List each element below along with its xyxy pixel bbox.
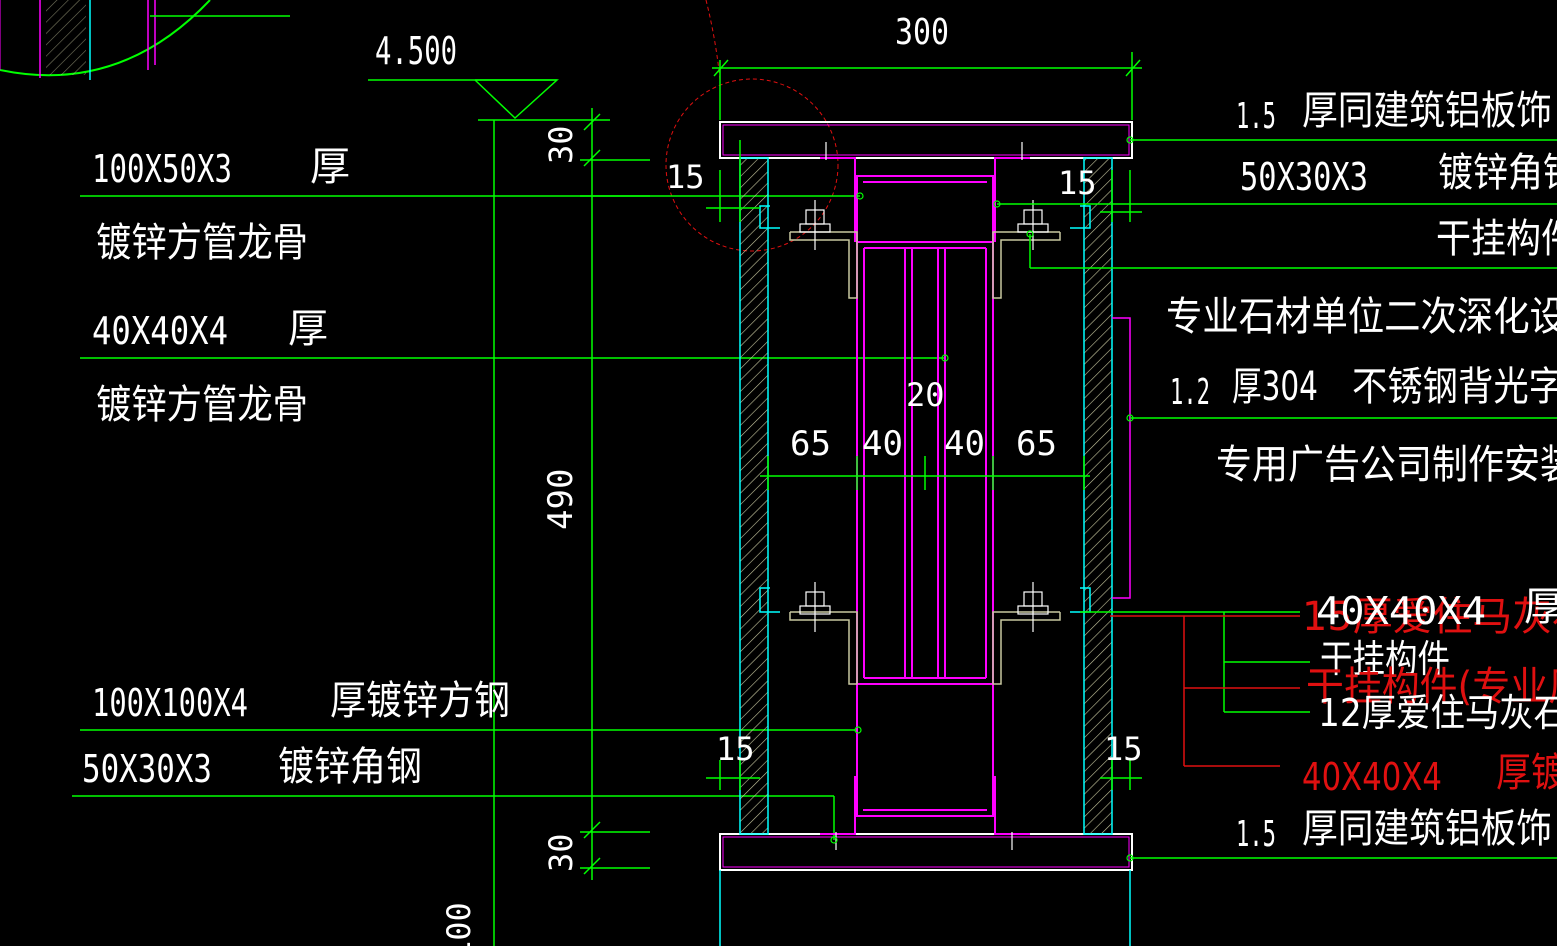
label-r5-text2: 不锈钢背光字 bbox=[1352, 364, 1557, 410]
dim-height-total: 490 bbox=[541, 469, 581, 530]
label-l2-word: 厚 bbox=[288, 306, 328, 352]
label-r2-spec: 50X30X3 bbox=[1240, 155, 1368, 199]
bolt-bottom-left bbox=[799, 582, 831, 632]
label-l1-word: 厚 bbox=[310, 144, 350, 190]
label-r1-text: 厚同建筑铝板饰 bbox=[1302, 88, 1552, 134]
dim-seg-4: 65 bbox=[1016, 424, 1057, 464]
elevation-marker: 4.500 bbox=[368, 29, 610, 121]
label-l3-spec: 100X100X4 bbox=[92, 681, 248, 725]
bolt-top-right bbox=[1017, 200, 1049, 250]
width-dimension bbox=[712, 52, 1142, 120]
label-r3-text: 干挂构件 bbox=[1436, 216, 1557, 262]
label-r10-num: 1.5 bbox=[1236, 814, 1276, 855]
label-l4-desc: 镀锌角钢 bbox=[278, 744, 422, 790]
dim-gap-bottom-left: 15 bbox=[716, 730, 755, 768]
square-steel-bottom bbox=[856, 683, 994, 817]
right-leaders bbox=[997, 139, 1557, 859]
label-l1-desc: 镀锌方管龙骨 bbox=[96, 220, 308, 266]
left-leaders bbox=[72, 195, 945, 840]
top-cap-panel bbox=[719, 121, 1133, 159]
label-l4-spec: 50X30X3 bbox=[82, 747, 212, 791]
bolt-bottom-right bbox=[1017, 582, 1049, 632]
stone-panel-left bbox=[739, 157, 769, 835]
dim-gap-top-left: 15 bbox=[666, 158, 705, 196]
label-red3-spec: 40X40X4 bbox=[1302, 755, 1442, 799]
stone-panel-right bbox=[1083, 157, 1113, 835]
label-red3-word: 厚镀 bbox=[1496, 750, 1557, 796]
dim-top-cap: 30 bbox=[542, 125, 580, 164]
square-steel-top bbox=[856, 175, 994, 243]
elevation-value: 4.500 bbox=[375, 29, 457, 73]
dim-gap-bottom-right: 15 bbox=[1104, 730, 1143, 768]
label-l3-desc: 厚镀锌方钢 bbox=[330, 678, 510, 724]
bolt-top-left bbox=[799, 200, 831, 250]
bottom-cap-panel bbox=[719, 833, 1133, 871]
dim-bottom-cap: 30 bbox=[542, 833, 580, 872]
dim-gap-top-right: 15 bbox=[1058, 164, 1097, 202]
signage-bracket bbox=[1112, 317, 1131, 599]
label-r7-spec: 40X40X4 bbox=[1316, 589, 1486, 633]
label-r10-text: 厚同建筑铝板饰 bbox=[1302, 806, 1552, 852]
dim-bottom-partial: 100 bbox=[440, 902, 478, 946]
dim-seg-3: 40 bbox=[944, 424, 985, 464]
label-r4-text: 专业石材单位二次深化设 bbox=[1166, 294, 1557, 340]
label-r9-text: 12厚爱住马灰石 bbox=[1318, 691, 1557, 735]
inner-tube-right bbox=[937, 247, 946, 679]
label-r1-num: 1.5 bbox=[1236, 96, 1276, 137]
label-r6-text: 专用广告公司制作安装 bbox=[1216, 442, 1557, 488]
dim-seg-1: 65 bbox=[790, 424, 831, 464]
dim-seg-2: 40 bbox=[862, 424, 903, 464]
label-l2-desc: 镀锌方管龙骨 bbox=[96, 382, 308, 428]
label-r7-word: 厚 bbox=[1524, 584, 1557, 630]
label-r5-num: 1.2 bbox=[1170, 372, 1210, 413]
label-red1: 15厚爱住马灰石 bbox=[1302, 594, 1557, 640]
label-l1-spec: 100X50X3 bbox=[92, 147, 232, 191]
section-body bbox=[719, 121, 1133, 946]
label-l2-spec: 40X40X4 bbox=[92, 309, 228, 353]
inner-tube-left bbox=[904, 247, 913, 679]
detail-circle-fragment bbox=[0, 0, 290, 80]
red-leaders bbox=[1110, 615, 1300, 767]
label-red2: 干挂构件(专业厂 bbox=[1306, 664, 1557, 710]
dim-width-total: 300 bbox=[895, 12, 949, 53]
label-r5-text: 厚304 bbox=[1232, 364, 1318, 410]
dim-mid-20: 20 bbox=[906, 376, 945, 414]
inner-dimensions bbox=[706, 140, 1142, 790]
label-r8-text: 干挂构件 bbox=[1320, 637, 1450, 681]
label-r2-text: 镀锌角钢 bbox=[1438, 150, 1557, 196]
